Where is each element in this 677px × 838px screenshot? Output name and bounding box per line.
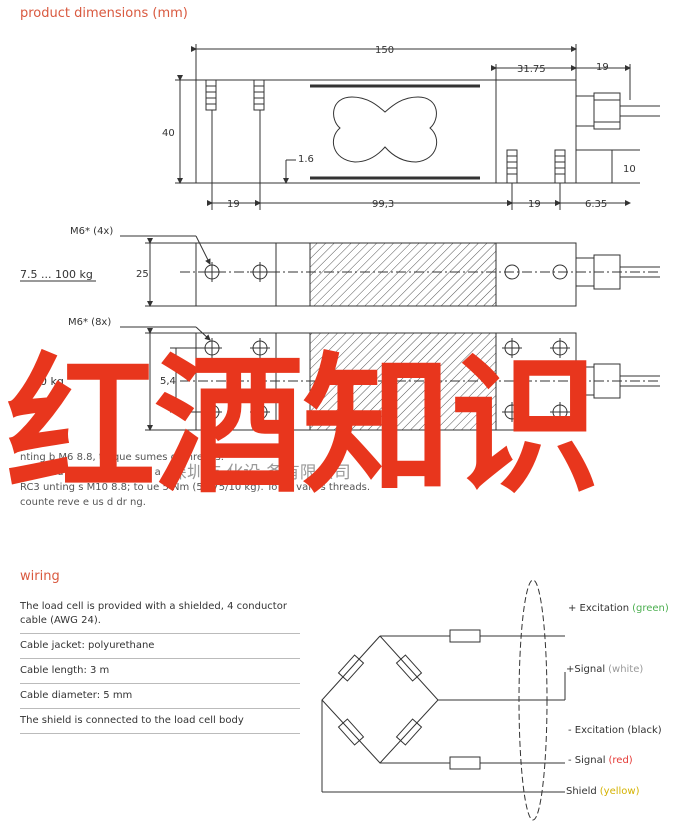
wire-color-green: (green) bbox=[632, 603, 669, 614]
side-elevation-view bbox=[175, 44, 660, 210]
spec-cable-diameter: Cable diameter: 5 mm bbox=[20, 684, 300, 709]
wire-color-yellow: (yellow) bbox=[599, 786, 640, 797]
dim-19-left: 19 bbox=[227, 199, 240, 210]
spec-cable-jacket: Cable jacket: polyurethane bbox=[20, 634, 300, 659]
dim-40: 40 bbox=[162, 128, 175, 139]
wire-color-white: (white) bbox=[608, 664, 644, 675]
note-line-3: RC3 unting s M10 8.8; to ue 5 Nm (50/75/… bbox=[20, 482, 371, 493]
m6-8x-label: M6* (8x) bbox=[68, 317, 111, 328]
dim-10: 10 bbox=[623, 164, 636, 175]
dim-6-35: 6.35 bbox=[585, 199, 607, 210]
top-view-small bbox=[20, 235, 660, 307]
company-watermark: 深圳市 化设 备有限公司 bbox=[170, 463, 351, 483]
spec-cable-conductors: The load cell is provided with a shielde… bbox=[20, 598, 300, 634]
dim-19-mid: 19 bbox=[528, 199, 541, 210]
capacity-partial-label: 0 kg bbox=[40, 375, 64, 388]
top-view-large bbox=[120, 326, 660, 431]
note-line-4: counte reve e us d dr ng. bbox=[20, 497, 146, 508]
capacity-range-label: 7.5 ... 100 kg bbox=[20, 268, 93, 281]
wire-label-excitation-plus: + Excitation(green) bbox=[568, 603, 669, 614]
note-line-2: * Unified thread 20 UNC is a bbox=[20, 467, 161, 478]
overlay-watermark-text: 红酒知识 bbox=[6, 340, 600, 514]
spec-shield: The shield is connected to the load cell… bbox=[20, 709, 300, 734]
spec-cable-length: Cable length: 3 m bbox=[20, 659, 300, 684]
wire-label-signal-plus: +Signal(white) bbox=[566, 664, 643, 675]
dim-99-3: 99,3 bbox=[372, 199, 394, 210]
wire-label-signal-minus: - Signal(red) bbox=[568, 755, 633, 766]
technical-drawing: 150 31.75 19 40 1.6 10 19 99,3 19 6.35 M… bbox=[20, 44, 660, 431]
wiring-spec-list: The load cell is provided with a shielde… bbox=[20, 598, 300, 734]
wire-label-excitation-minus: - Excitation(black) bbox=[568, 725, 662, 736]
dim-25: 25 bbox=[136, 269, 149, 280]
wire-name: +Signal bbox=[566, 664, 606, 675]
wire-color-black: (black) bbox=[627, 725, 662, 736]
dim-5-4: 5,4 bbox=[160, 376, 176, 387]
dim-31-75: 31.75 bbox=[517, 64, 546, 75]
dim-150: 150 bbox=[375, 45, 394, 56]
wire-color-red: (red) bbox=[608, 755, 633, 766]
dimensions-title: product dimensions (mm) bbox=[20, 6, 188, 21]
dim-19-top: 19 bbox=[596, 62, 609, 73]
wiring-title: wiring bbox=[20, 569, 60, 584]
m6-4x-label: M6* (4x) bbox=[70, 226, 113, 237]
wire-name: Shield bbox=[566, 786, 597, 797]
wire-name: - Excitation bbox=[568, 725, 625, 736]
dim-1-6: 1.6 bbox=[298, 154, 314, 165]
wire-label-shield: Shield(yellow) bbox=[566, 786, 639, 797]
wire-name: - Signal bbox=[568, 755, 606, 766]
note-line-1: nting b M6 8.8, torque sumes oi threads. bbox=[20, 452, 224, 463]
wire-name: + Excitation bbox=[568, 603, 630, 614]
